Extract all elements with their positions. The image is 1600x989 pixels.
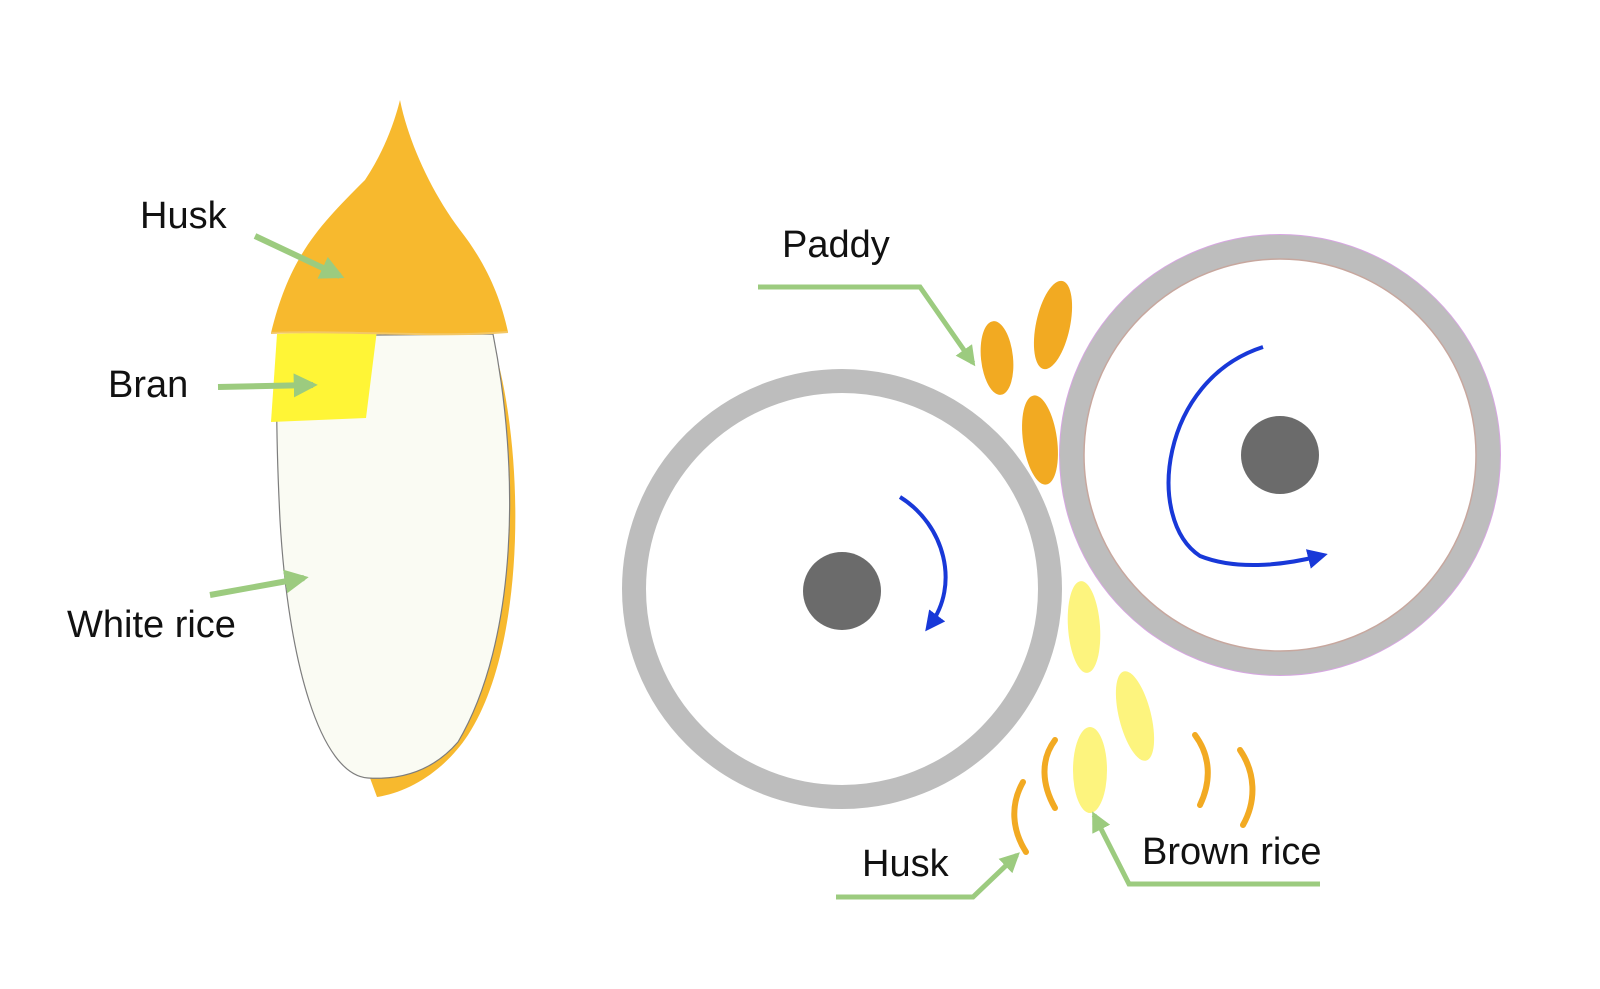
husk-fragment — [1041, 737, 1058, 811]
right-rotation-arrow — [1166, 345, 1328, 569]
pointer-white-rice — [209, 569, 309, 598]
husk-fragment — [1192, 732, 1211, 808]
left-roller — [622, 369, 1062, 809]
pointer-husk-huller — [836, 852, 1020, 900]
right-roller-hub — [1241, 416, 1319, 494]
husk-fragment — [1011, 779, 1029, 855]
pointer-paddy — [758, 284, 976, 367]
label-white-rice: White rice — [67, 604, 236, 646]
brown-rice-grain — [1115, 671, 1155, 761]
right-roller — [1059, 234, 1501, 676]
label-huller-husk: Husk — [862, 843, 950, 885]
paddy-grain — [1033, 280, 1073, 370]
brown-rice-grain — [1067, 581, 1101, 673]
label-bran: Bran — [108, 364, 188, 406]
paddy-grain — [1022, 395, 1058, 485]
paddy-grain — [980, 321, 1014, 395]
label-grain-husk: Husk — [140, 195, 228, 237]
label-paddy: Paddy — [782, 224, 890, 266]
huller: Paddy Husk Brown rice — [622, 224, 1501, 900]
left-rotation-arrow — [898, 495, 948, 632]
pointer-husk-grain — [253, 233, 345, 279]
husk-fragments — [1011, 732, 1256, 855]
label-brown-rice: Brown rice — [1142, 831, 1322, 873]
left-roller-hub — [803, 552, 881, 630]
rice-grain: Husk Bran White rice — [67, 100, 516, 797]
husk-fragment — [1237, 747, 1256, 828]
grain-husk-cap — [271, 100, 508, 335]
grain-bran — [271, 330, 377, 422]
grain-white-rice — [276, 333, 511, 779]
brown-rice-grain — [1073, 727, 1107, 813]
pointer-bran — [217, 373, 318, 398]
pointer-brown-rice — [1091, 811, 1320, 887]
paddy-grains — [980, 280, 1073, 485]
brown-rice-grains — [1067, 581, 1155, 813]
right-roller-inner-edge — [1083, 258, 1477, 652]
grain-cap-seam — [270, 331, 509, 336]
